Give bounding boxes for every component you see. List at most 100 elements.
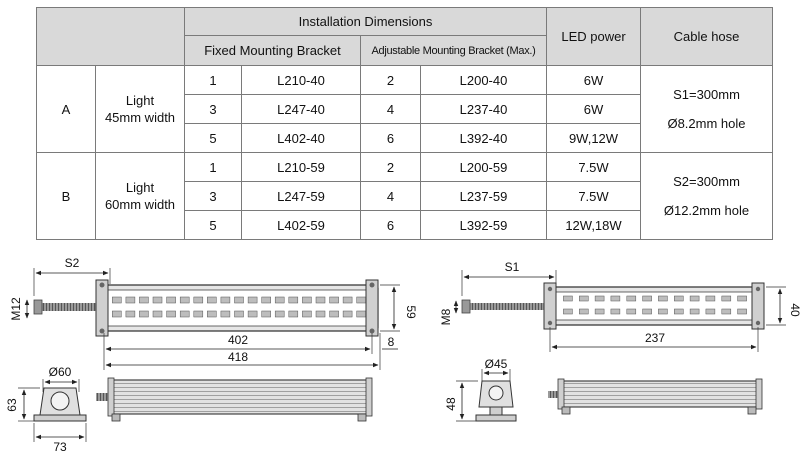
led-chip (207, 310, 217, 318)
lens-left (105, 289, 373, 327)
led-chip (139, 310, 149, 318)
led-chip (234, 296, 244, 304)
led-chip (705, 295, 716, 302)
group-b-id: B (36, 152, 96, 240)
led-chip (689, 308, 700, 315)
led-chip (721, 308, 732, 315)
led-chip (139, 296, 149, 304)
hose-side-right (548, 391, 560, 398)
led-chip (674, 295, 684, 302)
dim-m12: M12 (9, 297, 23, 321)
led-chip (642, 308, 652, 315)
hose-side-left (96, 393, 110, 401)
cell-fixed-model: L402-59 (241, 210, 361, 240)
cell-power: 6W (546, 65, 641, 95)
led-chip (179, 310, 190, 318)
led-chip (302, 310, 312, 318)
foot-icon (747, 406, 757, 415)
led-chip (315, 310, 326, 318)
dim-418: 418 (228, 350, 248, 364)
led-chip (152, 296, 163, 304)
header-adjustable-bracket: Adjustable Mounting Bracket (Max.) (360, 35, 547, 66)
dim-s2: S2 (65, 256, 80, 270)
led-chip (342, 310, 353, 318)
bracket-base-right (475, 414, 517, 422)
led-chip (220, 296, 231, 304)
dim-63: 63 (5, 398, 19, 412)
foot-icon (111, 413, 121, 422)
cell-adj-model: L200-59 (420, 152, 547, 182)
dim-dia-60: Ø60 (49, 365, 72, 379)
lens-right (555, 291, 755, 321)
side-cap-right-a (557, 378, 565, 410)
dim-402: 402 (228, 333, 248, 347)
dim-8: 8 (388, 335, 395, 349)
led-chip (674, 308, 684, 315)
group-a-cable-line2: Ø8.2mm hole (667, 116, 746, 131)
header-led-power: LED power (546, 7, 641, 66)
led-chip (689, 295, 700, 302)
group-b-cable-line1: S2=300mm (673, 174, 740, 189)
group-b-desc-line2: 60mm width (104, 197, 176, 212)
end-cap-left-a (95, 279, 109, 337)
foot-icon (561, 406, 571, 415)
cell-power: 12W,18W (546, 210, 641, 240)
side-cap-right-b (755, 378, 763, 410)
cell-adj-model: L392-40 (420, 123, 547, 153)
cell-adj-no: 6 (360, 210, 421, 240)
led-row-left (112, 296, 366, 318)
cell-power: 7.5W (546, 152, 641, 182)
dim-237: 237 (645, 331, 665, 345)
led-chip (261, 310, 271, 318)
led-chip (247, 296, 258, 304)
right-drawing: S1 M8 40 237 Ø45 48 (439, 260, 800, 422)
header-blank (36, 7, 185, 66)
bracket-base-left (33, 414, 87, 422)
led-chip (302, 296, 312, 304)
dim-m8: M8 (439, 308, 453, 325)
cell-fixed-model: L210-59 (241, 152, 361, 182)
light-side-right (559, 380, 761, 408)
group-a-desc: Light 45mm width (95, 65, 185, 153)
led-chip (356, 296, 366, 304)
led-chip (193, 310, 204, 318)
led-chip (274, 310, 285, 318)
led-chip (207, 296, 217, 304)
left-drawing: S2 M12 59 402 418 8 Ø60 63 73 (5, 256, 418, 454)
group-b-cable-line2: Ø12.2mm hole (663, 203, 750, 218)
cable-hose-right (468, 303, 552, 310)
cell-power: 9W,12W (546, 123, 641, 153)
group-b-desc: Light 60mm width (95, 152, 185, 240)
led-chip (737, 308, 747, 315)
side-cap-left-a (107, 377, 115, 417)
dim-73: 73 (53, 440, 67, 454)
cable-hose-left (40, 303, 104, 311)
cell-fixed-no: 5 (184, 123, 242, 153)
cell-fixed-model: L247-59 (241, 181, 361, 211)
cell-adj-model: L200-40 (420, 65, 547, 95)
group-b-cable: S2=300mm Ø12.2mm hole (640, 152, 773, 240)
dim-s1: S1 (505, 260, 520, 274)
led-chip (658, 308, 668, 315)
cell-fixed-model: L247-40 (241, 94, 361, 124)
led-chip (288, 310, 299, 318)
led-chip (626, 295, 637, 302)
led-chip (579, 308, 589, 315)
group-a-desc-line1: Light (125, 93, 155, 108)
cell-fixed-no: 5 (184, 210, 242, 240)
screw-icon (369, 328, 375, 334)
led-chip (234, 310, 244, 318)
led-chip (658, 295, 668, 302)
led-chip (737, 295, 747, 302)
led-chip (610, 308, 621, 315)
led-row-right (563, 295, 747, 315)
screw-icon (547, 286, 553, 292)
led-chip (642, 295, 652, 302)
cell-adj-no: 2 (360, 65, 421, 95)
spec-table: Installation Dimensions LED power Cable … (36, 7, 773, 240)
screw-icon (547, 320, 553, 326)
dim-40: 40 (788, 303, 800, 317)
dim-59: 59 (404, 305, 418, 319)
led-chip (274, 296, 285, 304)
led-chip (288, 296, 299, 304)
